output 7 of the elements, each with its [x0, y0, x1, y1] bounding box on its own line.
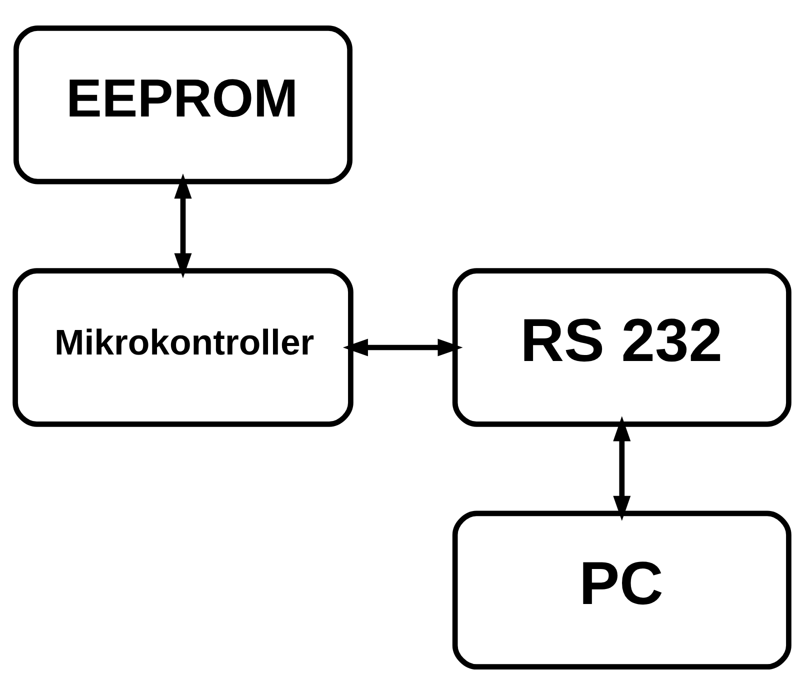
arrow	[342, 338, 463, 356]
node-box: PC	[452, 510, 792, 670]
node-box: Mikrokontroller	[12, 268, 354, 426]
node-box: RS 232	[452, 268, 792, 426]
arrow	[174, 173, 192, 278]
node-box: EEPROM	[14, 24, 352, 184]
arrow	[613, 416, 631, 520]
